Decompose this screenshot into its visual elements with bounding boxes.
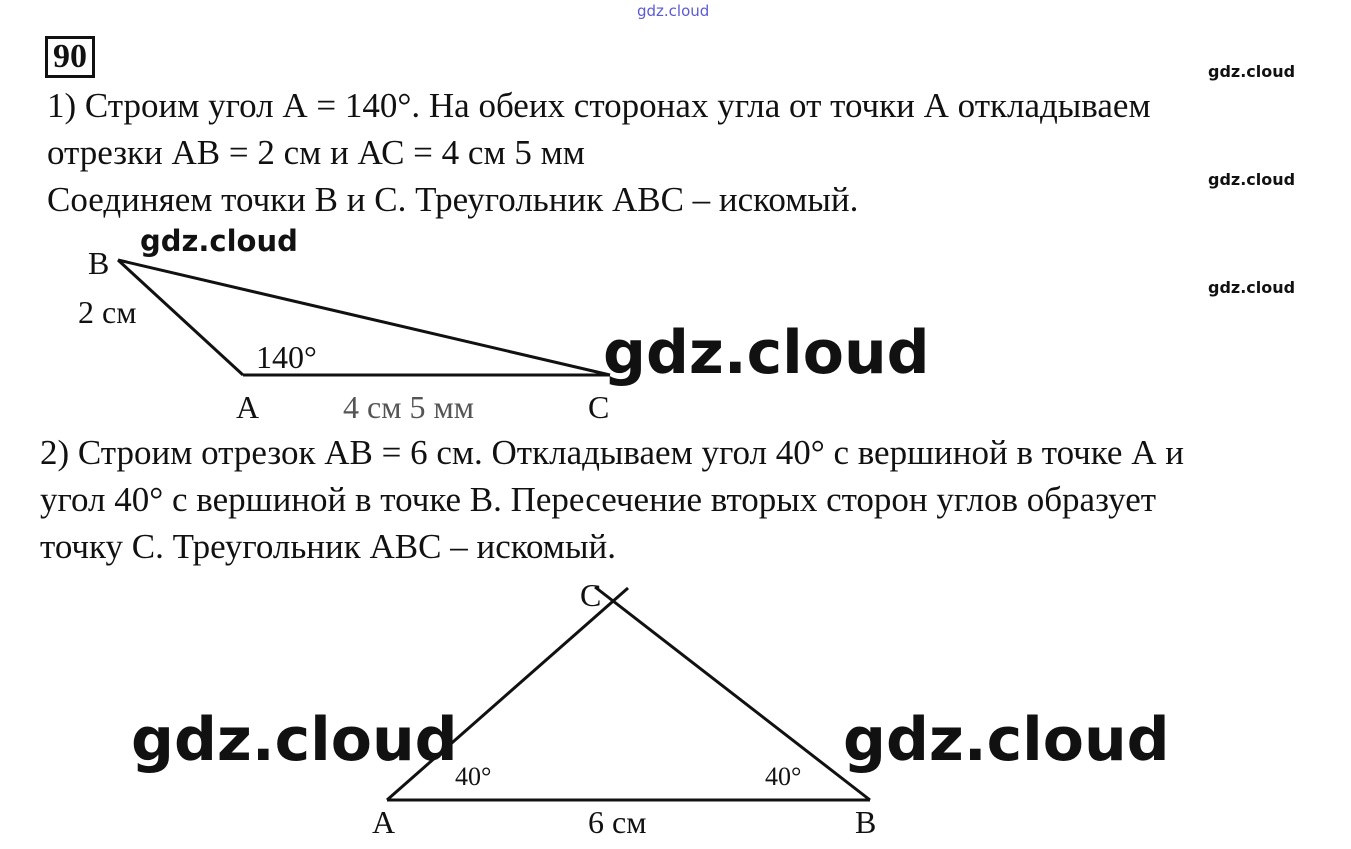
part2-line: точку С. Треугольник АВС – искомый. (40, 527, 616, 566)
part1-line: 1) Строим угол А = 140°. На обеих сторон… (47, 86, 1151, 125)
angle-b-label: 40° (765, 762, 802, 791)
part1-line: Соединяем точки В и С. Треугольник АВС –… (47, 180, 859, 219)
part1-line: отрезки АВ = 2 см и АС = 4 см 5 мм (47, 133, 585, 172)
watermark: gdz.cloud (1208, 278, 1296, 297)
watermark: gdz.cloud (131, 705, 458, 775)
side-ac-label: 4 см 5 мм (343, 389, 474, 425)
problem-number: 90 (45, 36, 95, 78)
part2-line: угол 40° с вершиной в точке В. Пересечен… (40, 480, 1157, 519)
watermark: gdz.cloud (140, 224, 298, 258)
triangle2-side-bc (594, 585, 871, 802)
watermark: gdz.cloud (1208, 170, 1296, 189)
watermark: gdz.cloud (637, 2, 710, 20)
watermark: gdz.cloud (603, 318, 930, 388)
watermark: gdz.cloud (1208, 62, 1296, 81)
point-a-label: A (236, 389, 260, 425)
point-c-label: C (580, 577, 602, 613)
part2-line: 2) Строим отрезок АВ = 6 см. Откладываем… (40, 433, 1184, 472)
angle-label: 140° (256, 339, 317, 375)
point-c-label: C (588, 389, 610, 425)
point-b-label: B (88, 245, 110, 281)
triangle1-side-ab (116, 258, 245, 377)
triangle1-side-bc (117, 258, 611, 377)
angle-a-label: 40° (455, 762, 492, 791)
watermark: gdz.cloud (843, 705, 1170, 775)
point-b-label: B (855, 804, 877, 840)
triangle2-side-ac (386, 586, 629, 802)
point-a-label: A (372, 804, 396, 840)
side-ab-label: 6 см (588, 804, 647, 840)
side-ab-label: 2 см (78, 294, 137, 330)
